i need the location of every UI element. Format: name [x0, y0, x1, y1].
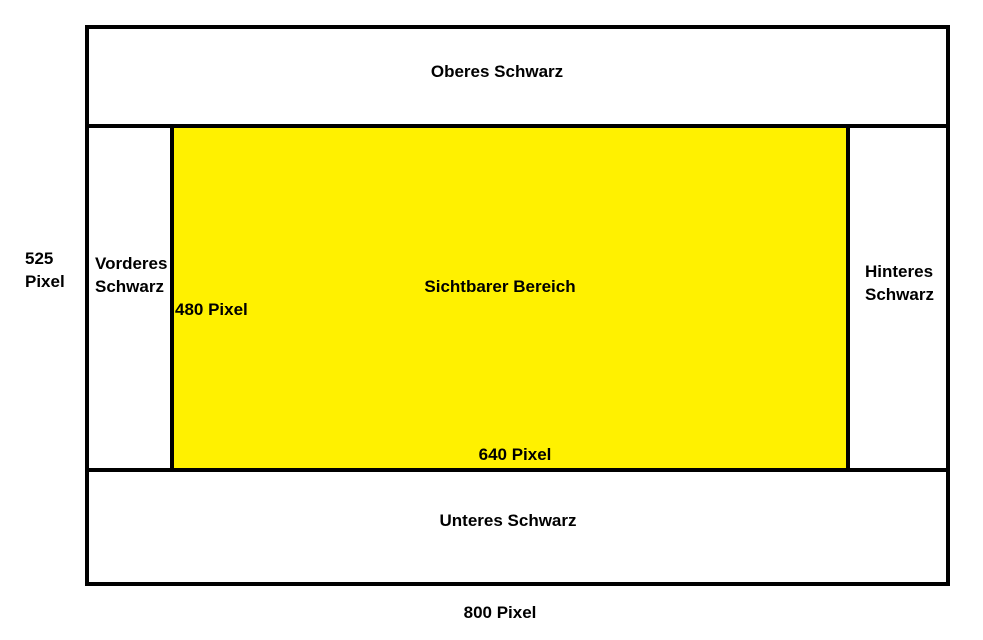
back-porch-label: Hinteres Schwarz: [865, 260, 934, 306]
back-porch-line1: Hinteres: [865, 262, 934, 281]
total-height-value: 525: [25, 249, 54, 268]
front-porch-line2: Schwarz: [95, 277, 164, 296]
divider-back-porch: [846, 124, 850, 472]
total-height-label: 525 Pixel: [25, 247, 65, 293]
visible-area-rect: [174, 128, 846, 468]
total-height-unit: Pixel: [25, 272, 65, 291]
front-porch-line1: Vorderes: [95, 254, 168, 273]
front-porch-label: Vorderes Schwarz: [95, 252, 167, 298]
visible-height-label: 480 Pixel: [175, 300, 248, 319]
back-porch-line2: Schwarz: [865, 285, 934, 304]
divider-top-band: [85, 124, 950, 128]
total-width-label: 800 Pixel: [463, 603, 537, 622]
visible-width-label: 640 Pixel: [478, 445, 552, 464]
divider-bottom-band: [85, 468, 950, 472]
diagram-outer-border: [85, 25, 950, 586]
visible-area-label: Sichtbarer Bereich: [424, 277, 576, 296]
bottom-band-label: Unteres Schwarz: [439, 511, 577, 530]
divider-front-porch: [170, 124, 174, 472]
top-band-label: Oberes Schwarz: [430, 62, 564, 81]
